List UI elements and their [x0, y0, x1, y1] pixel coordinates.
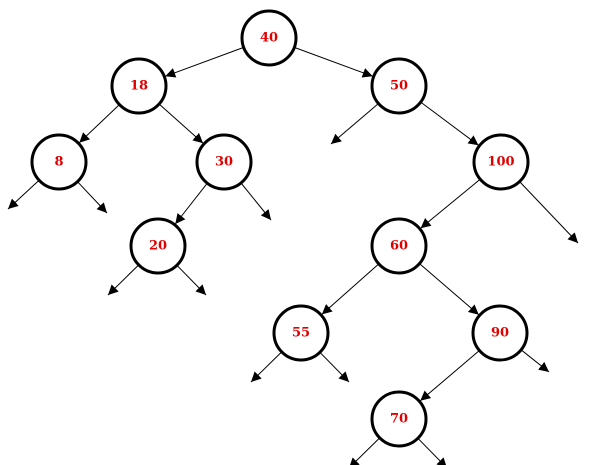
edge-8-right-null — [77, 181, 108, 214]
node-label: 18 — [130, 79, 148, 94]
edge-70-left-null — [349, 437, 381, 465]
edge-55-right-null — [319, 351, 350, 383]
edge-40-left-18 — [165, 46, 244, 78]
edge-20-right-null — [176, 264, 207, 296]
node-label: 50 — [390, 79, 408, 94]
node-label: 60 — [390, 239, 408, 254]
edge-60-left-55 — [321, 263, 380, 315]
node-circle — [240, 9, 298, 67]
node-label: 70 — [390, 412, 408, 427]
edge-100-right-null — [519, 181, 579, 244]
node-circle — [370, 390, 428, 448]
node-label: 90 — [491, 326, 509, 341]
node-label: 40 — [260, 31, 278, 46]
edge-50-right-100 — [420, 101, 479, 146]
edge-55-left-null — [250, 351, 283, 383]
tree-node-20: 20 — [129, 217, 187, 275]
node-circle — [272, 304, 330, 362]
edge-50-left-null — [330, 103, 379, 145]
tree-node-70: 70 — [370, 390, 428, 448]
tree-node-55: 55 — [272, 304, 330, 362]
tree-node-8: 8 — [30, 133, 88, 191]
edge-20-left-null — [107, 264, 140, 296]
tree-node-18: 18 — [110, 57, 168, 115]
edge-18-right-30 — [158, 103, 204, 144]
node-label: 100 — [487, 155, 514, 170]
node-circle — [110, 57, 168, 115]
node-circle — [471, 304, 529, 362]
node-circle — [472, 133, 530, 191]
node-circle — [30, 133, 88, 191]
node-circle — [370, 217, 428, 275]
edge-90-right-null — [520, 349, 550, 373]
node-label: 55 — [292, 326, 310, 341]
edge-70-right-null — [417, 437, 447, 465]
edge-18-left-8 — [78, 104, 120, 144]
edge-30-right-null — [240, 182, 272, 221]
edge-90-left-70 — [419, 350, 480, 402]
node-label: 30 — [215, 155, 233, 170]
node-label: 8 — [54, 155, 63, 170]
node-circle — [195, 133, 253, 191]
edge-30-left-20 — [174, 182, 208, 225]
edge-40-right-50 — [294, 46, 373, 78]
node-label: 20 — [149, 239, 167, 254]
tree-node-40: 40 — [240, 9, 298, 67]
tree-node-90: 90 — [471, 304, 529, 362]
node-circle — [129, 217, 187, 275]
edge-8-left-null — [7, 179, 40, 210]
node-circle — [370, 57, 428, 115]
node-layer: 40 18 50 8 30 100 20 60 55 90 70 — [30, 9, 530, 448]
tree-node-50: 50 — [370, 57, 428, 115]
edge-60-right-90 — [419, 263, 480, 316]
tree-node-60: 60 — [370, 217, 428, 275]
tree-node-100: 100 — [472, 133, 530, 191]
edge-100-left-60 — [420, 178, 481, 229]
tree-node-30: 30 — [195, 133, 253, 191]
edge-layer — [7, 46, 579, 465]
